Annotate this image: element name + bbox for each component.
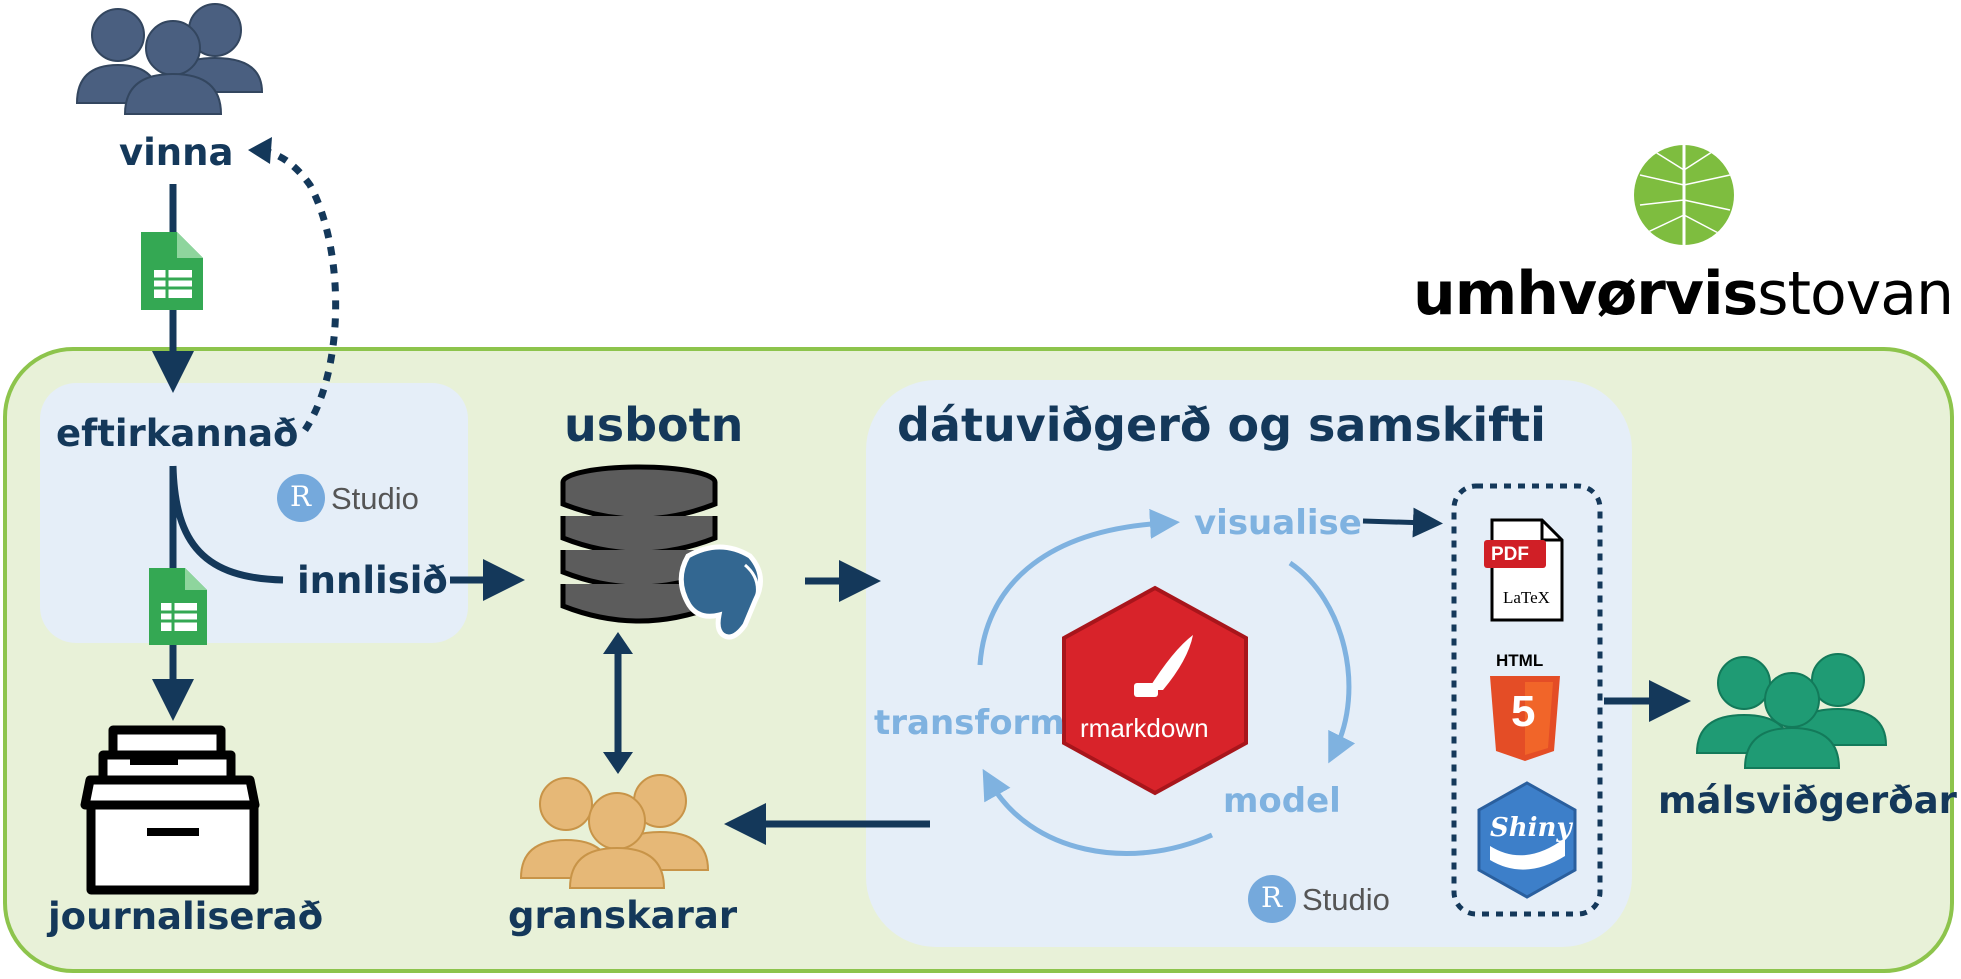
label-innlisid: innlisið — [297, 559, 448, 602]
google-sheets-icon-2 — [149, 568, 207, 645]
rstudio-text-1: Studio — [331, 481, 419, 516]
label-datuvidgerd-title: dátuviðgerð og samskifti — [897, 398, 1546, 452]
shiny-label: Shiny — [1490, 813, 1572, 843]
label-vinna: vinna — [119, 131, 234, 174]
rstudio-text-2: Studio — [1302, 882, 1390, 917]
rmarkdown-label: rmarkdown — [1080, 713, 1209, 743]
rstudio-r-1: R — [290, 480, 312, 513]
people-icon-vinna — [75, 3, 264, 115]
leaf-icon — [1634, 145, 1734, 245]
label-granskarar: granskarar — [508, 894, 738, 937]
latex-label: LaTeX — [1503, 588, 1550, 607]
people-icon-malsvidgerdar — [1695, 653, 1888, 769]
file-box-icon — [80, 725, 260, 895]
database-icon — [560, 464, 718, 624]
label-transform: transform — [874, 703, 1065, 743]
label-malsvidgerdar: málsviðgerðar — [1658, 779, 1957, 822]
people-icon-granskarar — [519, 774, 710, 889]
logo-text-light: stovan — [1757, 259, 1954, 329]
label-eftirkannad: eftirkannað — [56, 412, 299, 455]
html5-number: 5 — [1511, 687, 1536, 736]
label-usbotn: usbotn — [564, 398, 744, 452]
logo-wordmark: umhvørvisstovan — [1413, 264, 1954, 324]
logo-text-bold: umhvørvis — [1413, 259, 1758, 329]
ingest-panel — [40, 383, 468, 643]
pdf-file-icon — [1484, 518, 1564, 622]
label-visualise: visualise — [1194, 503, 1362, 543]
label-journaliserad: journaliserað — [48, 895, 324, 938]
outputs-box — [1451, 483, 1603, 917]
postgresql-elephant-icon — [678, 544, 763, 640]
google-sheets-icon-1 — [141, 232, 203, 310]
rstudio-r-2: R — [1261, 881, 1283, 914]
html5-icon — [1490, 676, 1560, 761]
shiny-hex-icon — [1477, 781, 1577, 899]
rstudio-logo-2 — [1248, 875, 1296, 923]
rstudio-logo-1 — [277, 474, 325, 522]
html-label: HTML — [1496, 651, 1544, 670]
label-model: model — [1223, 781, 1341, 821]
rmarkdown-hex-icon — [1062, 585, 1248, 796]
pdf-label: PDF — [1491, 544, 1529, 565]
